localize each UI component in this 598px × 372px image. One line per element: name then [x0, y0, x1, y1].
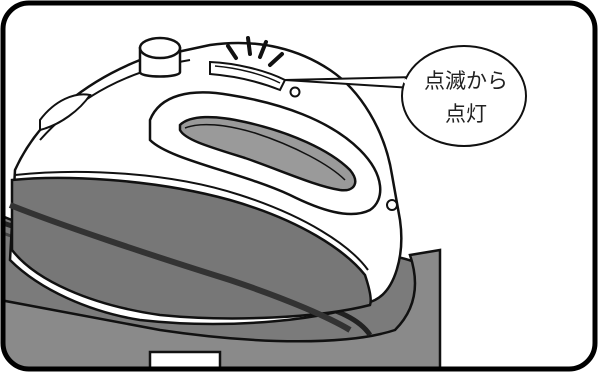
base-latch: [148, 350, 222, 369]
callout-bubble: 点滅から 点灯: [401, 45, 527, 147]
iron-body: [8, 41, 403, 333]
callout-line-1: 点滅から: [424, 69, 508, 93]
steam-dial-knob: [138, 36, 182, 78]
lamp-dot: [289, 86, 301, 98]
callout-line-2: 点灯: [445, 102, 487, 126]
indicator-lamp: [209, 60, 301, 98]
flash-rays: [226, 36, 284, 67]
